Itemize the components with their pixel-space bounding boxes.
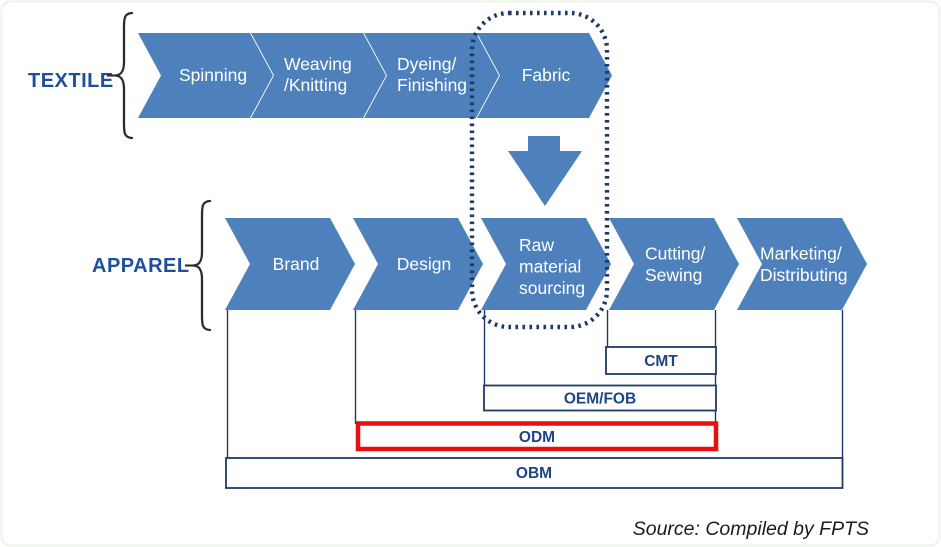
odm-box-highlighted — [355, 421, 719, 452]
chevron-label: Weaving — [284, 54, 352, 74]
oem-fob-box — [483, 384, 717, 412]
textile-row: TEXTILE Spinning Weaving /Knitting Dyein… — [28, 11, 612, 140]
cmt-box — [605, 346, 717, 375]
chevron-label: Marketing/ — [760, 244, 842, 264]
chevron-design — [353, 218, 483, 310]
textile-section-label: TEXTILE — [28, 70, 114, 92]
source-note: Source: Compiled by FPTS — [633, 518, 869, 540]
chevron-marketing-distributing — [737, 218, 867, 310]
down-arrow-icon — [508, 136, 582, 206]
chevron-label: Brand — [273, 254, 320, 274]
chevron-label: Cutting/ — [645, 244, 705, 264]
odm-label: ODM — [519, 429, 555, 446]
chevron-brand — [225, 218, 355, 310]
dashed-highlight-zone — [469, 10, 610, 330]
chevron-label: Spinning — [179, 65, 247, 85]
chevron-label: Raw — [519, 235, 554, 255]
chevron-spinning — [138, 33, 273, 118]
chevron-fabric — [477, 33, 612, 118]
chevron-label: Dyeing/ — [397, 54, 456, 74]
textile-brace — [115, 11, 134, 140]
obm-box — [225, 457, 844, 489]
oem-fob-label: OEM/FOB — [564, 391, 636, 408]
chevron-label: sourcing — [519, 278, 585, 298]
cmt-label: CMT — [644, 353, 678, 370]
obm-label: OBM — [516, 465, 552, 482]
chevron-weaving-knitting — [251, 33, 386, 118]
business-model-boxes: CMT OEM/FOB ODM OBM — [225, 346, 844, 489]
chevron-dyeing-finishing — [364, 33, 499, 118]
chevron-label: Distributing — [760, 265, 848, 285]
apparel-row: APPAREL Brand Design Raw material sourci… — [92, 199, 867, 332]
apparel-brace — [193, 199, 212, 332]
chevron-label: Design — [397, 254, 451, 274]
chevron-raw-material-sourcing — [481, 218, 611, 310]
chevron-cutting-sewing — [609, 218, 739, 310]
apparel-section-label: APPAREL — [92, 255, 190, 277]
chevron-label: Finishing — [397, 75, 467, 95]
chevron-label: Fabric — [522, 65, 571, 85]
chevron-label: material — [519, 257, 581, 277]
chevron-label: /Knitting — [284, 75, 347, 95]
chevron-label: Sewing — [645, 265, 702, 285]
